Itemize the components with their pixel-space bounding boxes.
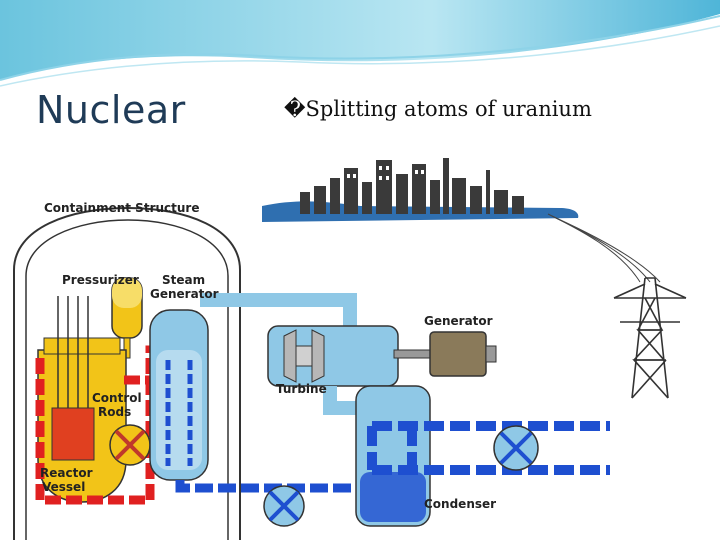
slide-subtitle: �Splitting atoms of uranium — [284, 97, 592, 121]
label-steam-generator-1: Steam — [162, 273, 205, 287]
generator — [393, 331, 497, 377]
feedwater-pump — [263, 485, 305, 527]
pressurizer — [111, 277, 143, 359]
label-reactor-1: Reactor — [40, 466, 93, 480]
label-generator: Generator — [424, 314, 493, 328]
reactor-vessel — [37, 296, 127, 503]
missing-glyph-icon: � — [284, 97, 306, 121]
slide-title: Nuclear — [36, 88, 186, 132]
label-steam-generator-2: Generator — [150, 287, 219, 301]
label-containment: Containment Structure — [44, 201, 199, 215]
nuclear-plant-diagram: Containment Structure Pressurizer Steam … — [13, 158, 687, 540]
turbine — [267, 325, 399, 387]
primary-pump — [109, 424, 151, 466]
label-turbine: Turbine — [276, 382, 327, 396]
transmission-tower — [613, 277, 687, 399]
label-control-2: Rods — [98, 405, 131, 419]
label-reactor-2: Vessel — [42, 480, 85, 494]
power-lines — [547, 213, 661, 283]
cooling-pump — [493, 425, 539, 471]
cooling-loop — [367, 421, 610, 475]
label-pressurizer: Pressurizer — [62, 273, 139, 287]
label-condenser: Condenser — [424, 497, 496, 511]
header-wave-decoration — [0, 0, 720, 87]
label-control-1: Control — [92, 391, 142, 405]
steam-line — [200, 293, 357, 332]
subtitle-text: Splitting atoms of uranium — [305, 97, 592, 121]
steam-generator — [149, 309, 209, 481]
city-skyline — [262, 158, 579, 222]
